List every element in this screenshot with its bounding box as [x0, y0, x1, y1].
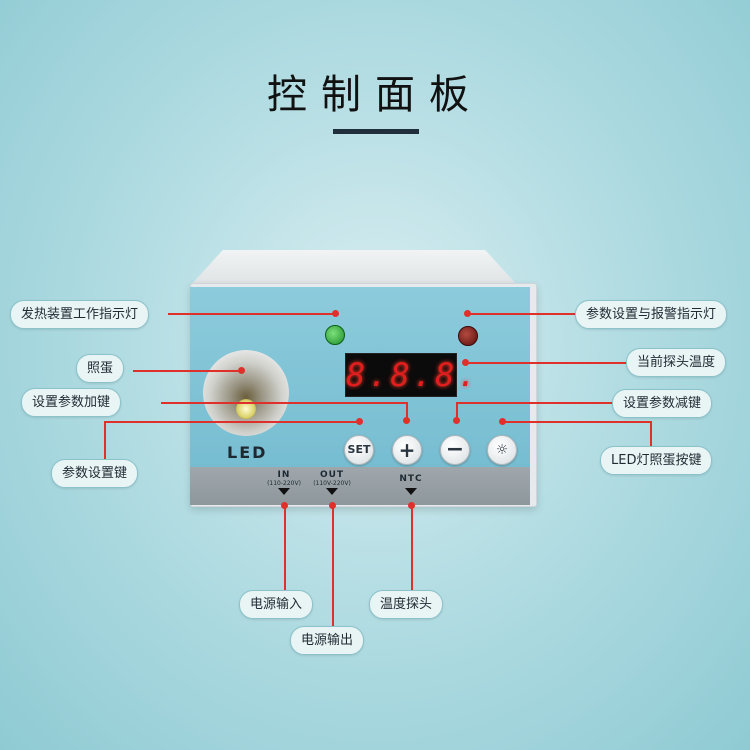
- candling-lamp: [203, 350, 289, 436]
- port-strip: [190, 467, 530, 505]
- port-in-name: IN: [277, 470, 291, 480]
- heater-indicator-light: [325, 325, 345, 345]
- port-ntc: NTC: [386, 474, 436, 495]
- dot-probe-temp: [462, 359, 469, 366]
- line-add-key: [161, 402, 408, 404]
- alarm-indicator-light: [458, 326, 478, 346]
- set-button[interactable]: SET: [344, 435, 374, 465]
- title-underline: [333, 129, 419, 134]
- label-alarm-indicator: 参数设置与报警指示灯: [575, 300, 728, 329]
- dot-lamp-key: [499, 418, 506, 425]
- dot-power-out: [329, 502, 336, 509]
- label-param-set-key: 参数设置键: [51, 459, 139, 488]
- dot-heater: [332, 310, 339, 317]
- label-temp-probe: 温度探头: [369, 590, 444, 619]
- label-led-candling-key: LED灯照蛋按键: [600, 446, 713, 475]
- line-probe-temp: [466, 362, 626, 364]
- dot-power-in: [281, 502, 288, 509]
- label-heater-indicator: 发热装置工作指示灯: [10, 300, 150, 329]
- line-lamp-key: [503, 421, 651, 423]
- line-power-out: [332, 506, 334, 626]
- dot-sub-key: [453, 417, 460, 424]
- dot-set-key: [356, 418, 363, 425]
- line-power-in: [284, 506, 286, 590]
- port-in: IN (110-220V): [258, 470, 310, 495]
- dot-add-key: [403, 417, 410, 424]
- label-current-probe-temp: 当前探头温度: [626, 348, 727, 377]
- line-candling: [133, 370, 242, 372]
- port-out-name: OUT: [319, 470, 345, 480]
- port-out-voltage: (110V-220V): [313, 480, 351, 487]
- dot-alarm: [464, 310, 471, 317]
- port-ntc-arrow-icon: [405, 488, 417, 495]
- line-set-key: [104, 421, 358, 423]
- label-candling: 照蛋: [76, 354, 125, 383]
- line-add-key-v: [406, 402, 408, 421]
- led-text: LED: [227, 443, 268, 462]
- dot-temp-probe: [408, 502, 415, 509]
- line-alarm: [468, 313, 575, 315]
- port-ntc-name: NTC: [399, 474, 423, 484]
- candling-bulb-icon: [236, 399, 256, 419]
- line-sub-key-v: [456, 402, 458, 421]
- line-sub-key: [457, 402, 612, 404]
- line-set-key-v: [104, 421, 106, 461]
- page-title: 控制面板: [267, 72, 483, 118]
- port-out-arrow-icon: [326, 488, 338, 495]
- plus-button[interactable]: +: [392, 435, 422, 465]
- device-top: [190, 250, 518, 286]
- line-temp-probe: [411, 506, 413, 590]
- label-power-input: 电源输入: [239, 590, 314, 619]
- port-out: OUT (110V-220V): [306, 470, 358, 495]
- label-power-output: 电源输出: [290, 626, 365, 655]
- temperature-display: 8.8.8.: [345, 353, 477, 397]
- port-in-arrow-icon: [278, 488, 290, 495]
- label-param-add-key: 设置参数加键: [21, 388, 122, 417]
- label-param-sub-key: 设置参数减键: [612, 389, 713, 418]
- minus-button[interactable]: −: [440, 435, 470, 465]
- line-lamp-key-v: [650, 421, 652, 447]
- port-in-voltage: (110-220V): [267, 480, 301, 487]
- line-heater: [168, 313, 336, 315]
- dot-candling: [238, 367, 245, 374]
- lamp-button[interactable]: ☼: [487, 435, 517, 465]
